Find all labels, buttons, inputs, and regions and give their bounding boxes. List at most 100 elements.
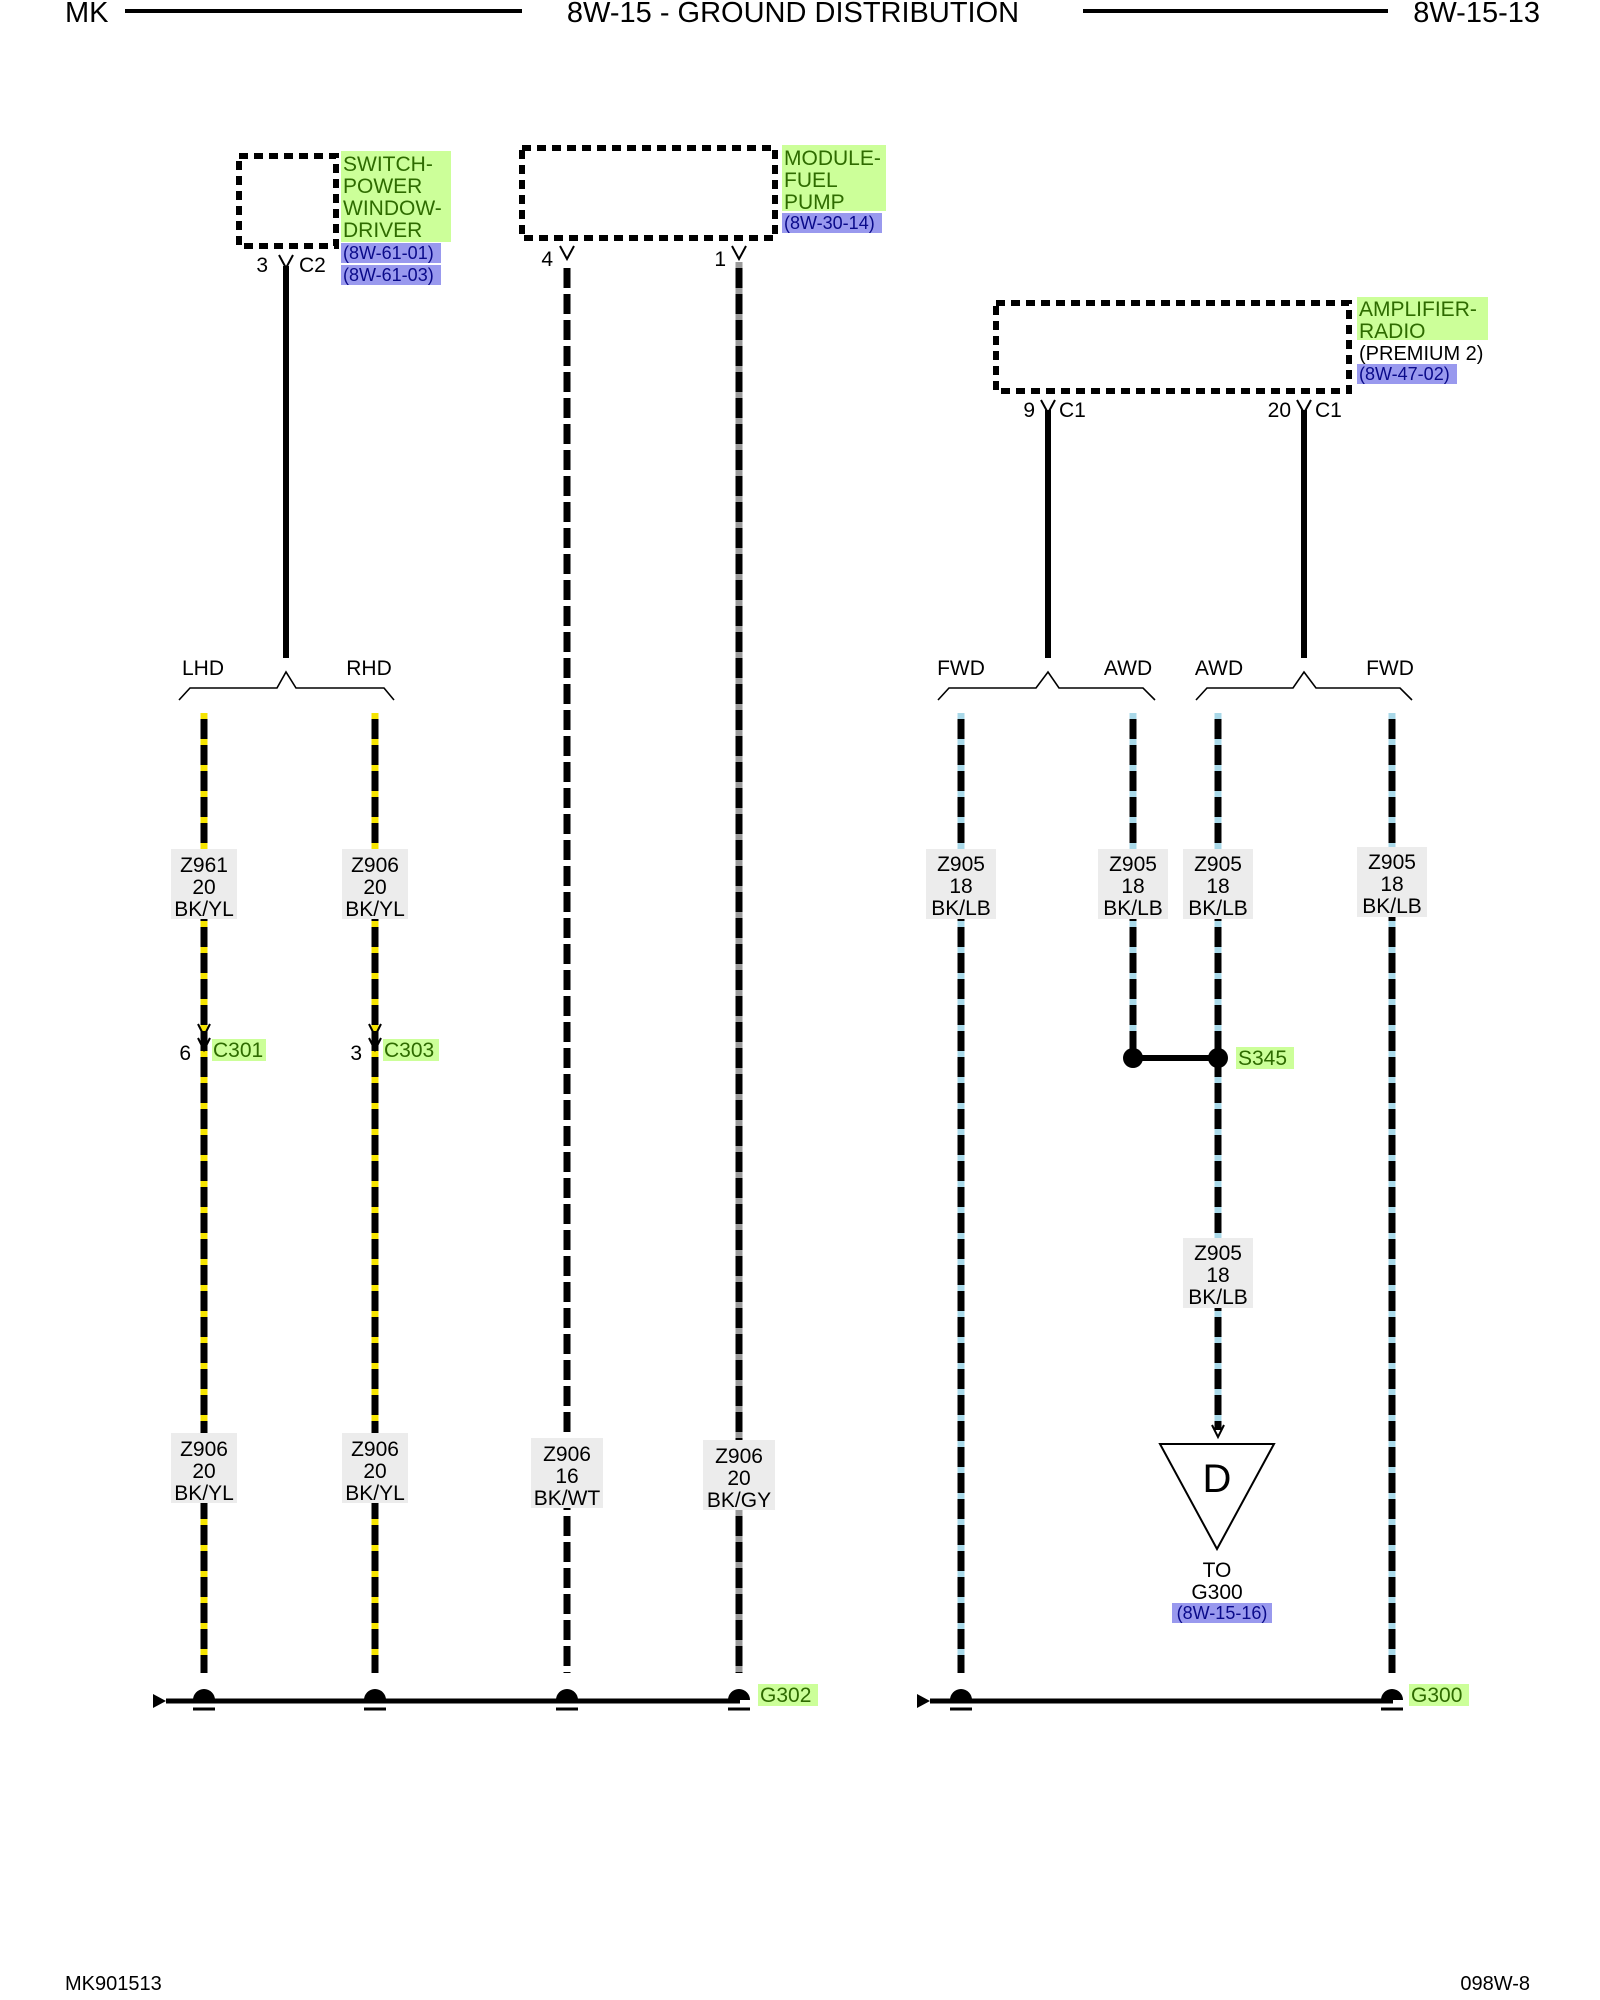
amplifier-label-2: RADIO	[1359, 320, 1426, 343]
footer-right: 098W-8	[1460, 1973, 1530, 1995]
wire-color: BK/LB	[1188, 1286, 1248, 1309]
wire-gauge: 20	[192, 1460, 215, 1483]
header-title: 8W-15 - GROUND DISTRIBUTION	[567, 0, 1019, 29]
wire-circuit: Z905	[1194, 1242, 1242, 1265]
g300-eyelet-1	[950, 1689, 972, 1700]
amplifier-radio: AMPLIFIER- RADIO (PREMIUM 2) (8W-47-02) …	[993, 297, 1488, 422]
fuel-pump-label-2: FUEL	[784, 169, 838, 192]
wire-circuit: Z906	[543, 1443, 591, 1466]
wire-label-z905-a: Z905 18 BK/LB	[926, 849, 996, 920]
splice-dot-right	[1208, 1048, 1228, 1068]
amplifier-pin-9: 9	[1023, 399, 1035, 422]
switch-power-window-driver: SWITCH- POWER WINDOW- DRIVER (8W-61-01) …	[236, 151, 451, 285]
branch-label-awd-2: AWD	[1195, 657, 1243, 680]
wire-labels: Z961 20 BK/YL Z906 20 BK/YL Z906 20 BK/Y…	[171, 847, 1427, 1512]
wire-gauge: 20	[363, 876, 386, 899]
wire-label-bg	[171, 1433, 237, 1503]
g302-label: G302	[760, 1684, 811, 1707]
c301-name: C301	[213, 1039, 263, 1062]
wire-circuit: Z906	[715, 1445, 763, 1468]
branch-label-fwd-1: FWD	[937, 657, 985, 680]
offpage-triangle	[1158, 1443, 1276, 1552]
offpage-connector-d: D TO G300 (8W-15-16)	[1158, 1424, 1276, 1623]
switch-label-1: SWITCH-	[343, 153, 433, 176]
wire-label-z905-d: Z905 18 BK/LB	[1357, 847, 1427, 918]
branch-label-awd-1: AWD	[1104, 657, 1152, 680]
splice-highlight	[1236, 1047, 1294, 1069]
wire-label-z906-lhd-lower: Z906 20 BK/YL	[171, 1433, 237, 1505]
wire-label-z906-pin1: Z906 20 BK/GY	[703, 1440, 775, 1512]
wire-gauge: 20	[192, 876, 215, 899]
wire-label-bg	[342, 1433, 408, 1503]
module-fuel-pump: MODULE- FUEL PUMP (8W-30-14) 4 1	[519, 145, 886, 271]
wire-color: BK/YL	[345, 898, 405, 921]
g300-arrow	[917, 1694, 930, 1708]
wire-label-z906-rhd-upper: Z906 20 BK/YL	[342, 849, 408, 921]
wire-color: BK/YL	[345, 1482, 405, 1505]
wire-circuit: Z905	[937, 853, 985, 876]
wire-color: BK/WT	[534, 1487, 601, 1510]
wire-gauge: 18	[1380, 873, 1403, 896]
g302-arrow	[153, 1694, 166, 1708]
splice-name: S345	[1238, 1047, 1287, 1070]
c301-bottom-mark	[197, 1037, 211, 1053]
connector-c303: 3 C303	[350, 1023, 439, 1065]
wire-label-z905-b: Z905 18 BK/LB	[1098, 849, 1168, 920]
c303-pin: 3	[350, 1042, 362, 1065]
fuel-pump-pin-1: 1	[714, 248, 726, 271]
fuel-pump-label-3: PUMP	[784, 191, 845, 214]
wire-label-bg	[926, 849, 996, 919]
wire-label-bg	[1357, 847, 1427, 917]
g300-highlight	[1409, 1684, 1469, 1706]
header-right: 8W-15-13	[1413, 0, 1540, 29]
wire-color: BK/YL	[174, 1482, 234, 1505]
switch-ref-highlight-1	[341, 243, 441, 263]
wire-gauge: 18	[949, 875, 972, 898]
wire-label-z905-e: Z905 18 BK/LB	[1183, 1238, 1253, 1309]
wire-gauge: 18	[1206, 875, 1229, 898]
footer-left: MK901513	[65, 1973, 162, 1995]
wire-label-bg	[1183, 1238, 1253, 1308]
c303-highlight	[383, 1039, 439, 1061]
switch-ref-2: (8W-61-03)	[343, 265, 434, 285]
offpage-target: G300	[1191, 1581, 1242, 1604]
c303-top-mark	[368, 1023, 382, 1039]
fuel-pump-pin-4-mark	[559, 245, 575, 262]
offpage-ref-highlight[interactable]	[1172, 1603, 1272, 1623]
offpage-ref[interactable]: (8W-15-16)	[1177, 1603, 1268, 1623]
wire-gauge: 18	[1206, 1264, 1229, 1287]
fuel-pump-ref-highlight	[782, 213, 882, 233]
switch-ref-highlight-2	[341, 265, 441, 285]
wire-label-z906-rhd-lower: Z906 20 BK/YL	[342, 1433, 408, 1505]
wire-color: BK/LB	[1103, 897, 1163, 920]
g300-eyelet-2	[1381, 1689, 1403, 1700]
wire-label-z905-c: Z905 18 BK/LB	[1183, 849, 1253, 920]
offpage-to: TO	[1203, 1559, 1232, 1582]
amplifier-box	[993, 300, 1352, 394]
switch-connector: C2	[299, 254, 326, 277]
g302-eyelet-1	[193, 1689, 215, 1700]
amplifier-pin-20: 20	[1268, 399, 1291, 422]
branch-label-lhd: LHD	[182, 657, 224, 680]
switch-label-2: POWER	[343, 175, 422, 198]
wire-circuit: Z905	[1368, 851, 1416, 874]
switch-box	[236, 153, 339, 249]
wire-label-bg	[342, 849, 408, 919]
switch-label-4: DRIVER	[343, 219, 422, 242]
wire-label-z961-upper: Z961 20 BK/YL	[171, 849, 237, 921]
wire-label-z906-pin4: Z906 16 BK/WT	[531, 1438, 603, 1510]
splice-s345: S345	[1123, 1047, 1294, 1070]
ground-g300: G300	[917, 1684, 1469, 1711]
branch-label-rhd: RHD	[346, 657, 392, 680]
wire-color: BK/GY	[707, 1489, 771, 1512]
fuel-pump-pin-4: 4	[541, 248, 553, 271]
switch-label-3: WINDOW-	[343, 197, 442, 220]
wire-color: BK/LB	[931, 897, 991, 920]
offpage-letter: D	[1203, 1457, 1232, 1501]
branch-label-fwd-2: FWD	[1366, 657, 1414, 680]
g302-highlight	[758, 1684, 818, 1706]
branch-brackets	[178, 670, 1413, 701]
amplifier-ref-highlight	[1357, 364, 1457, 384]
wire-circuit: Z906	[351, 854, 399, 877]
